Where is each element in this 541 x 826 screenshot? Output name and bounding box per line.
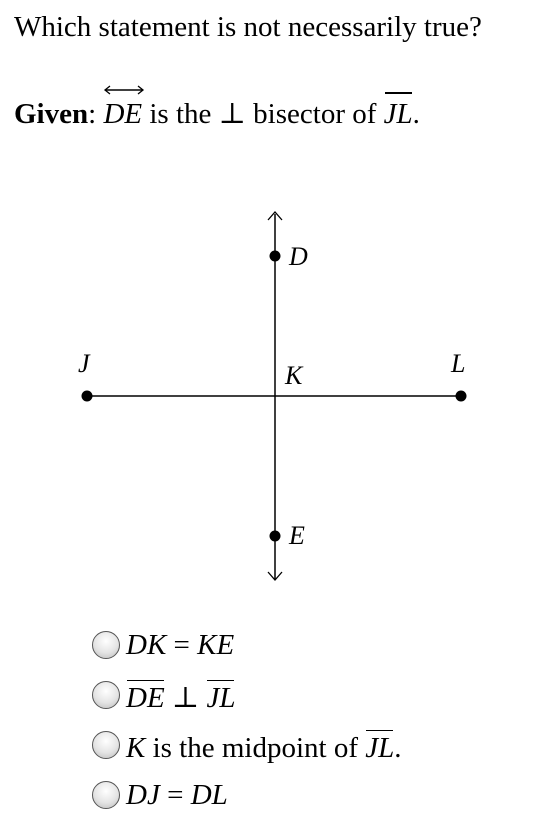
choice-4-op: = — [167, 778, 184, 811]
choice-3-segment: JL — [365, 731, 395, 764]
label-j: J — [78, 349, 91, 378]
perpendicular-symbol: ⊥ — [218, 98, 246, 130]
question-text: Which statement is not necessarily true? — [14, 11, 482, 43]
choice-2[interactable]: DE ⊥ JL — [92, 670, 402, 720]
choice-4-right: DL — [190, 778, 228, 811]
choice-2-left: DE — [126, 681, 165, 714]
choice-1[interactable]: DK = KE — [92, 620, 402, 670]
choice-1-right: KE — [197, 628, 235, 661]
given-line-de: DE — [103, 85, 145, 134]
choice-3-segment-jl: JL — [365, 726, 394, 765]
label-e: E — [288, 521, 305, 550]
given-text-is-the: is the — [149, 98, 212, 130]
line-arrows-icon — [104, 85, 145, 95]
choice-2-segment-jl: JL — [206, 676, 235, 715]
given-line-name: DE — [103, 98, 143, 130]
choice-4-text[interactable]: DJ = DL — [126, 779, 228, 812]
radio-button-icon[interactable] — [92, 781, 120, 809]
given-period: . — [412, 98, 420, 130]
radio-button-icon[interactable] — [92, 731, 120, 759]
label-k: K — [284, 361, 304, 390]
given-text-bisector: bisector of — [253, 98, 377, 130]
choice-4[interactable]: DJ = DL — [92, 770, 402, 820]
given-segment-name: JL — [383, 98, 413, 130]
point-l — [455, 390, 467, 402]
choice-2-text[interactable]: DE ⊥ JL — [126, 676, 235, 715]
choice-4-left: DJ — [126, 778, 160, 811]
choice-3-period: . — [394, 731, 402, 764]
choice-2-op: ⊥ — [171, 681, 200, 714]
label-d: D — [288, 242, 308, 271]
radio-button-icon[interactable] — [92, 681, 120, 709]
choice-3[interactable]: K is the midpoint of JL. — [92, 720, 402, 770]
choice-3-text[interactable]: K is the midpoint of JL. — [126, 726, 402, 765]
radio-button-icon[interactable] — [92, 631, 120, 659]
point-j — [81, 390, 93, 402]
choice-2-right: JL — [206, 681, 236, 714]
point-e — [269, 530, 281, 542]
point-d — [269, 250, 281, 262]
choice-3-phrase: is the midpoint of — [152, 731, 359, 764]
choice-1-text[interactable]: DK = KE — [126, 629, 234, 662]
arrow-down-icon — [267, 571, 283, 581]
arrow-up-icon — [267, 211, 283, 221]
given-colon: : — [88, 98, 97, 130]
given-label: Given — [14, 98, 89, 130]
label-l: L — [450, 349, 465, 378]
choice-1-left: DK — [126, 628, 167, 661]
given-statement: Given: DE is the ⊥ bisector of JL. — [14, 85, 420, 134]
choice-2-line-de: DE — [126, 676, 165, 715]
choice-3-var: K — [126, 731, 146, 764]
answer-choices: DK = KE DE ⊥ JL K is the midpoint of JL.… — [92, 620, 402, 820]
choice-1-op: = — [173, 628, 190, 661]
given-segment-jl: JL — [384, 88, 413, 134]
geometry-diagram: D K E J L — [78, 211, 467, 581]
